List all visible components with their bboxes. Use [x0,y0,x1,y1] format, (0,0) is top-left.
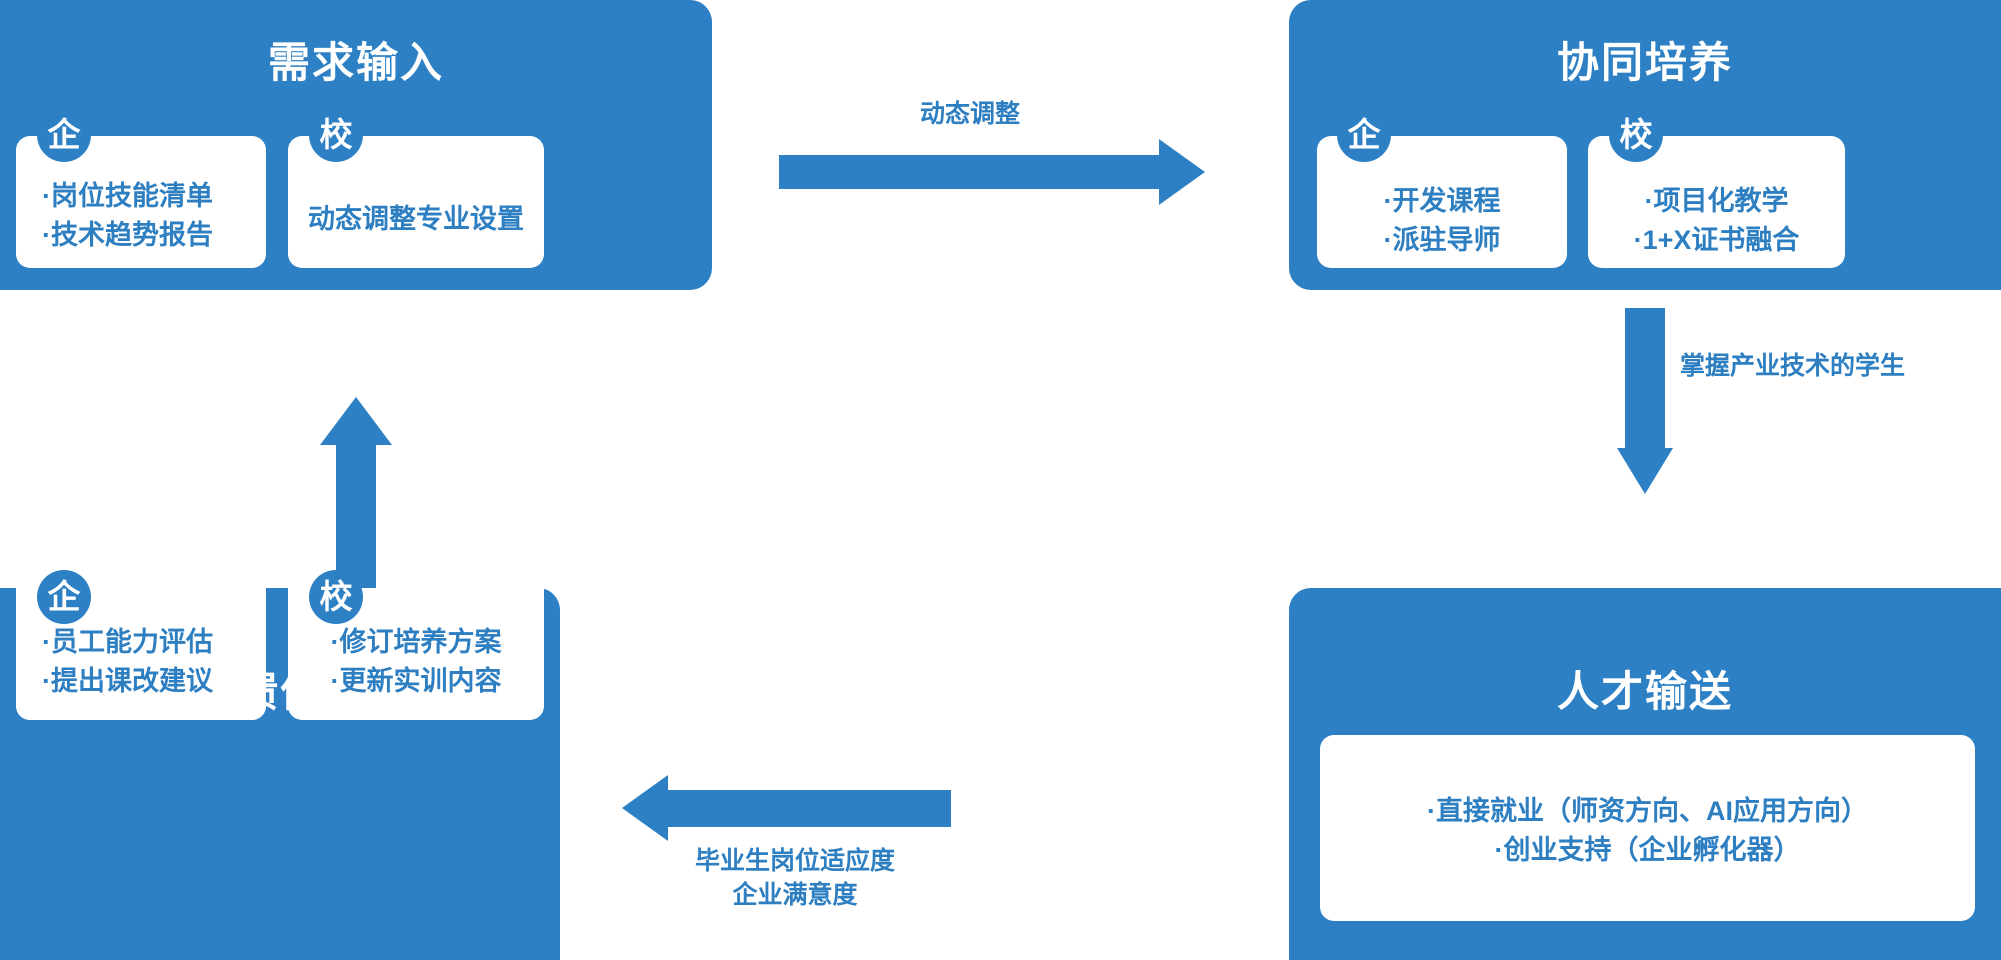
card-line: ·技术趋势报告 [42,219,213,250]
card-feedback-school-body: ·修订培养方案 ·更新实训内容 [288,623,544,701]
panel-title-talent-delivery: 人才输送 [1556,668,1733,715]
card-line: ·开发课程 [1383,185,1501,216]
arrow-label-line: 毕业生岗位适应度 [694,847,895,875]
arrow-head-down-icon [1617,448,1673,494]
card-demand-input-school-body: 动态调整专业设置 [288,200,544,239]
card-line: ·创业支持（企业孵化器） [1494,835,1801,866]
badge-enterprise-icon: 企 [1337,108,1391,162]
card-talent-delivery-body: ·直接就业（师资方向、AI应用方向） ·创业支持（企业孵化器） [1320,792,1975,870]
card-line: ·岗位技能清单 [42,180,213,211]
arrow-head-right-icon [1159,139,1205,205]
arrow-label-line: 企业满意度 [732,880,858,909]
arrow-shaft [1625,308,1665,448]
panel-title-demand-input: 需求输入 [267,39,444,86]
arrow-shaft [668,790,951,827]
badge-school-icon: 校 [1609,108,1663,162]
card-demand-input-enterprise-body: ·岗位技能清单 ·技术趋势报告 [16,177,266,255]
card-line: ·提出课改建议 [42,666,213,697]
card-line: ·员工能力评估 [42,627,213,658]
badge-enterprise-icon: 企 [37,570,91,624]
badge-enterprise-icon: 企 [37,108,91,162]
card-line: ·1+X证书融合 [1633,224,1800,255]
card-collab-enterprise-body: ·开发课程 ·派驻导师 [1317,182,1567,260]
card-line: ·修订培养方案 [330,627,502,658]
card-line: ·更新实训内容 [330,666,502,697]
arrow-shaft [779,155,1159,189]
arrow-label-graduate-feedback: 毕业生岗位适应度 企业满意度 [625,845,965,913]
arrow-label-trained-students: 掌握产业技术的学生 [1680,352,1906,380]
badge-school-icon: 校 [309,108,363,162]
arrow-head-up-icon [320,397,392,445]
panel-title-collaborative-training: 协同培养 [1556,39,1733,86]
card-talent-delivery[interactable]: ·直接就业（师资方向、AI应用方向） ·创业支持（企业孵化器） [1320,735,1975,921]
card-line: ·直接就业（师资方向、AI应用方向） [1427,795,1868,826]
card-line: ·项目化教学 [1644,185,1789,216]
arrow-label-dynamic-adjust: 动态调整 [919,100,1020,128]
arrow-head-left-icon [622,775,668,841]
arrow-shaft [336,445,376,588]
card-demand-input-school[interactable]: 动态调整专业设置 [288,136,544,268]
badge-school-icon: 校 [309,570,363,624]
card-line: ·派驻导师 [1383,224,1501,255]
card-feedback-enterprise-body: ·员工能力评估 ·提出课改建议 [16,623,266,701]
card-collab-school-body: ·项目化教学 ·1+X证书融合 [1588,182,1845,260]
card-collab-school[interactable]: ·项目化教学 ·1+X证书融合 [1588,136,1845,268]
card-line: 动态调整专业设置 [308,203,524,234]
